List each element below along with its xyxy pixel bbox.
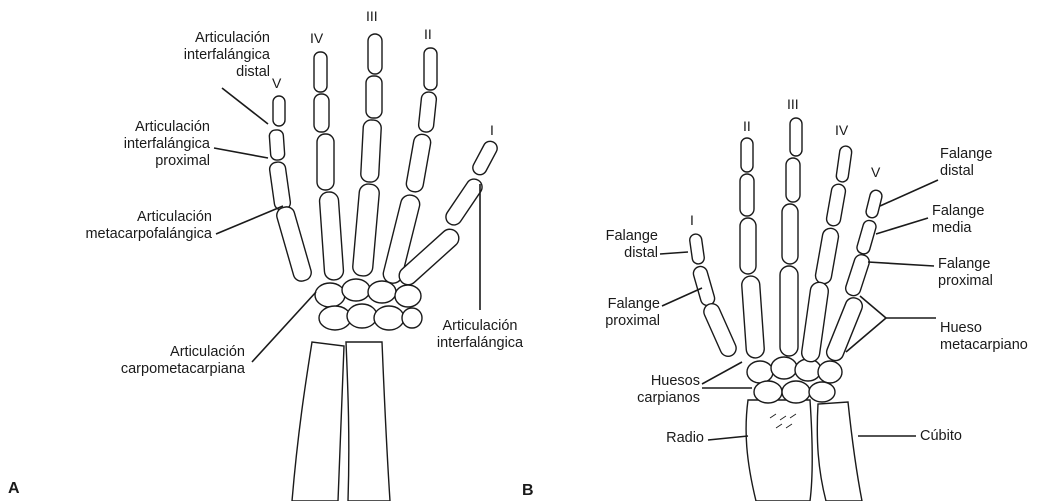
b-label-ulna: Cúbito <box>920 428 1020 445</box>
b-digit-iv-label: IV <box>835 122 848 138</box>
a-carpal <box>319 306 351 330</box>
a-carpal <box>347 304 377 328</box>
a-carpal <box>368 281 396 303</box>
b-carpal <box>771 357 797 379</box>
a-finger-iii <box>352 34 382 277</box>
b-carpal <box>747 361 773 383</box>
b-finger-ii <box>740 138 765 359</box>
b-carpal <box>809 382 835 402</box>
a-ulna <box>346 342 390 501</box>
a-digit-v-label: V <box>272 75 281 91</box>
b-ulna <box>817 402 862 501</box>
a-digit-iii-label: III <box>366 8 378 24</box>
a-finger-iv <box>314 52 344 281</box>
b-digit-ii-label: II <box>743 118 751 134</box>
panel-a-hand <box>269 34 500 501</box>
a-carpal <box>395 285 421 307</box>
b-finger-iii <box>780 118 802 356</box>
panel-b-hand <box>689 118 883 501</box>
b-carpal <box>782 381 810 403</box>
a-radius <box>292 342 344 501</box>
b-finger-i <box>689 233 739 359</box>
b-digit-v-label: V <box>871 164 880 180</box>
b-carpal <box>818 361 842 383</box>
a-carpal <box>342 279 370 301</box>
a-digit-iv-label: IV <box>310 30 323 46</box>
panel-b-letter: B <box>522 482 534 500</box>
b-label-radius: Radio <box>600 430 704 447</box>
b-carpal <box>795 359 821 381</box>
b-digit-iii-label: III <box>787 96 799 112</box>
a-digit-ii-label: II <box>424 26 432 42</box>
b-radius <box>746 400 812 501</box>
a-finger-v <box>269 96 313 283</box>
a-carpal <box>374 306 404 330</box>
a-digit-i-label: I <box>490 122 494 138</box>
a-carpal <box>315 283 345 307</box>
b-digit-i-label: I <box>690 212 694 228</box>
panel-a-letter: A <box>8 480 20 498</box>
b-carpal <box>754 381 782 403</box>
